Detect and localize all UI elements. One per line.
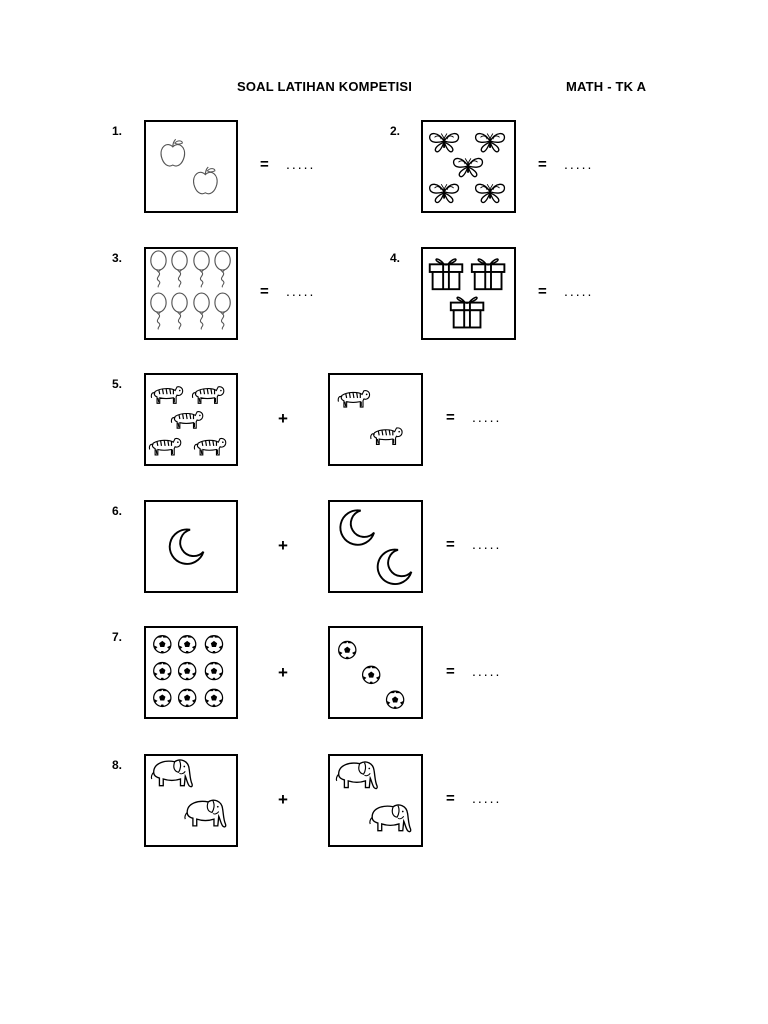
equals-sign-6: = bbox=[446, 536, 455, 553]
tiger-icon bbox=[370, 427, 403, 445]
balloon-icon bbox=[171, 250, 188, 288]
moon-icon bbox=[376, 548, 413, 585]
moon-icon bbox=[168, 528, 205, 565]
balloon-group bbox=[150, 250, 231, 330]
balloon-icon bbox=[150, 250, 167, 288]
answer-blank-7[interactable]: ..... bbox=[472, 663, 502, 679]
equals-sign-3: = bbox=[260, 283, 269, 300]
equals-sign-1: = bbox=[260, 156, 269, 173]
question-8-box-b bbox=[328, 754, 423, 847]
plus-sign-6: + bbox=[278, 536, 288, 555]
soccer-ball-icon bbox=[361, 665, 381, 685]
balloon-icon bbox=[214, 250, 231, 288]
question-6-box-a bbox=[144, 500, 238, 593]
apple-group bbox=[160, 138, 218, 195]
balloon-icon bbox=[214, 292, 231, 330]
soccer-ball-icon bbox=[204, 661, 224, 681]
elephant-group-b bbox=[335, 761, 412, 833]
balloon-icon bbox=[193, 292, 210, 330]
question-6-box-b bbox=[328, 500, 423, 593]
question-4-box bbox=[421, 247, 516, 340]
elephant-icon bbox=[184, 799, 227, 828]
equals-sign-8: = bbox=[446, 790, 455, 807]
balloon-icon bbox=[193, 250, 210, 288]
tiger-group-b bbox=[337, 390, 403, 445]
question-number-3: 3. bbox=[112, 251, 123, 265]
soccer-ball-icon bbox=[177, 661, 197, 681]
question-number-1: 1. bbox=[112, 124, 123, 138]
equals-sign-7: = bbox=[446, 663, 455, 680]
answer-blank-6[interactable]: ..... bbox=[472, 536, 502, 552]
soccer-ball-icon bbox=[338, 640, 357, 660]
butterfly-icon bbox=[475, 132, 506, 153]
question-5-box-a bbox=[144, 373, 238, 466]
plus-sign-8: + bbox=[278, 790, 288, 809]
elephant-icon bbox=[335, 761, 378, 790]
gift-icon bbox=[470, 258, 506, 291]
soccer-ball-icon bbox=[177, 688, 197, 708]
tiger-group-a bbox=[148, 386, 227, 456]
tiger-icon bbox=[337, 390, 371, 408]
tiger-icon bbox=[170, 411, 204, 429]
soccer-ball-group-b bbox=[338, 640, 405, 710]
butterfly-icon bbox=[452, 157, 484, 178]
soccer-ball-icon bbox=[153, 688, 172, 708]
answer-blank-1[interactable]: ..... bbox=[286, 156, 316, 172]
question-number-7: 7. bbox=[112, 630, 123, 644]
tiger-icon bbox=[193, 437, 227, 456]
balloon-icon bbox=[171, 292, 188, 330]
butterfly-group bbox=[429, 132, 506, 204]
equals-sign-5: = bbox=[446, 409, 455, 426]
elephant-icon bbox=[369, 804, 412, 833]
soccer-ball-icon bbox=[153, 661, 172, 681]
tiger-icon bbox=[150, 386, 184, 404]
butterfly-icon bbox=[475, 183, 506, 204]
question-3-box bbox=[144, 247, 238, 340]
moon-group-a bbox=[168, 528, 205, 565]
soccer-ball-icon bbox=[204, 635, 224, 654]
soccer-ball-icon bbox=[177, 635, 197, 654]
question-5-box-b bbox=[328, 373, 423, 466]
plus-sign-5: + bbox=[278, 409, 288, 428]
question-7-box-a bbox=[144, 626, 238, 719]
plus-sign-7: + bbox=[278, 663, 288, 682]
equals-sign-2: = bbox=[538, 156, 547, 173]
question-8-box-a bbox=[144, 754, 238, 847]
elephant-group-a bbox=[150, 759, 227, 828]
apple-icon bbox=[193, 166, 218, 195]
soccer-ball-group-a bbox=[153, 635, 224, 708]
soccer-ball-icon bbox=[153, 635, 172, 654]
butterfly-icon bbox=[429, 132, 460, 153]
tiger-icon bbox=[148, 437, 182, 456]
answer-blank-3[interactable]: ..... bbox=[286, 283, 316, 299]
equals-sign-4: = bbox=[538, 283, 547, 300]
worksheet-title: SOAL LATIHAN KOMPETISI bbox=[237, 79, 413, 94]
gift-icon bbox=[428, 258, 464, 291]
apple-icon bbox=[160, 138, 186, 167]
question-number-5: 5. bbox=[112, 377, 123, 391]
question-2-box bbox=[421, 120, 516, 213]
gift-icon bbox=[449, 296, 485, 329]
gift-group bbox=[428, 258, 506, 329]
question-number-6: 6. bbox=[112, 504, 123, 518]
elephant-icon bbox=[150, 759, 193, 788]
moon-icon bbox=[339, 509, 375, 546]
answer-blank-2[interactable]: ..... bbox=[564, 156, 594, 172]
answer-blank-8[interactable]: ..... bbox=[472, 790, 502, 806]
soccer-ball-icon bbox=[204, 688, 224, 708]
question-number-4: 4. bbox=[390, 251, 401, 265]
question-number-2: 2. bbox=[390, 124, 401, 138]
question-number-8: 8. bbox=[112, 758, 123, 772]
question-1-box bbox=[144, 120, 238, 213]
answer-blank-5[interactable]: ..... bbox=[472, 409, 502, 425]
balloon-icon bbox=[150, 292, 167, 330]
soccer-ball-icon bbox=[385, 690, 405, 710]
question-7-box-b bbox=[328, 626, 423, 719]
answer-blank-4[interactable]: ..... bbox=[564, 283, 594, 299]
subject-label: MATH - TK A bbox=[566, 79, 647, 94]
butterfly-icon bbox=[429, 183, 460, 204]
tiger-icon bbox=[191, 386, 225, 404]
moon-group-b bbox=[339, 509, 413, 585]
